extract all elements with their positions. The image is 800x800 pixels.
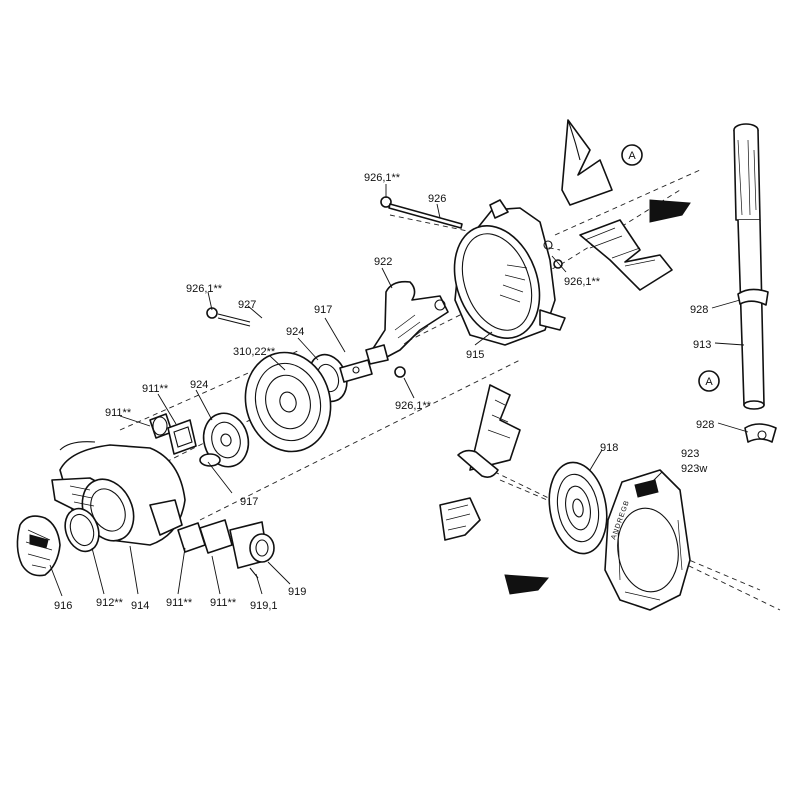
valve-919-assembly <box>177 519 275 579</box>
label-926-1-right: 926,1** <box>564 276 601 288</box>
label-911-a: 911** <box>142 383 169 395</box>
disc-310-22 <box>244 351 332 453</box>
callout-a-top-letter: A <box>628 150 636 162</box>
label-927: 927 <box>238 299 256 311</box>
label-911-b: 911** <box>105 407 132 419</box>
callout-a-top: A <box>621 144 643 166</box>
diaphragm-924-left <box>202 412 250 468</box>
gasket-911-b <box>167 419 197 455</box>
label-928-bottom: 928 <box>696 419 714 431</box>
ring-917-lower <box>199 453 221 467</box>
tube-913 <box>733 123 765 410</box>
seal-ring-912 <box>64 507 100 553</box>
label-923w: 923w <box>681 463 707 475</box>
label-924-left: 924 <box>190 379 208 391</box>
pipe-section-top <box>561 119 691 291</box>
cover-cap-916 <box>16 515 61 577</box>
label-926-1-mid: 926,1** <box>395 400 432 412</box>
screw-926-1-mid <box>394 366 406 378</box>
label-923: 923 <box>681 448 699 460</box>
label-915: 915 <box>466 349 484 361</box>
gauge-plate-923: ANDREGB <box>604 469 691 611</box>
clamp-928-lower <box>744 423 777 443</box>
flow-arrow-icon <box>649 199 691 223</box>
part-labels: 926,1** 926 922 926,1** 926,1** 927 917 … <box>54 172 714 612</box>
label-911-c: 911** <box>166 597 193 609</box>
label-916: 916 <box>54 600 72 612</box>
disc-918 <box>548 461 608 555</box>
label-917-top: 917 <box>314 304 332 316</box>
clamp-928-upper <box>737 288 769 306</box>
housing-915 <box>453 199 566 346</box>
label-918: 918 <box>600 442 618 454</box>
callout-a-bottom: A <box>698 370 720 392</box>
label-928-top: 928 <box>690 304 708 316</box>
callout-a-bottom-letter: A <box>705 376 713 388</box>
flow-arrow-icon <box>504 574 550 595</box>
label-917-bottom: 917 <box>240 496 258 508</box>
label-919: 919 <box>288 586 306 598</box>
bracket-922 <box>365 280 449 365</box>
pipe-section-bottom <box>439 384 550 595</box>
label-926-1-top: 926,1** <box>364 172 401 184</box>
screw-926-1-right <box>553 259 563 269</box>
label-914: 914 <box>131 600 149 612</box>
label-919-1: 919,1 <box>250 600 278 612</box>
screw-926 <box>380 196 463 229</box>
label-913: 913 <box>693 339 711 351</box>
label-924-top: 924 <box>286 326 304 338</box>
screw-927 <box>206 307 251 327</box>
label-310-22: 310,22** <box>233 346 276 358</box>
label-922: 922 <box>374 256 392 268</box>
label-926-1-left: 926,1** <box>186 283 223 295</box>
label-926: 926 <box>428 193 446 205</box>
leader-lines <box>49 184 749 597</box>
label-911-d: 911** <box>210 597 237 609</box>
label-912: 912** <box>96 597 124 609</box>
